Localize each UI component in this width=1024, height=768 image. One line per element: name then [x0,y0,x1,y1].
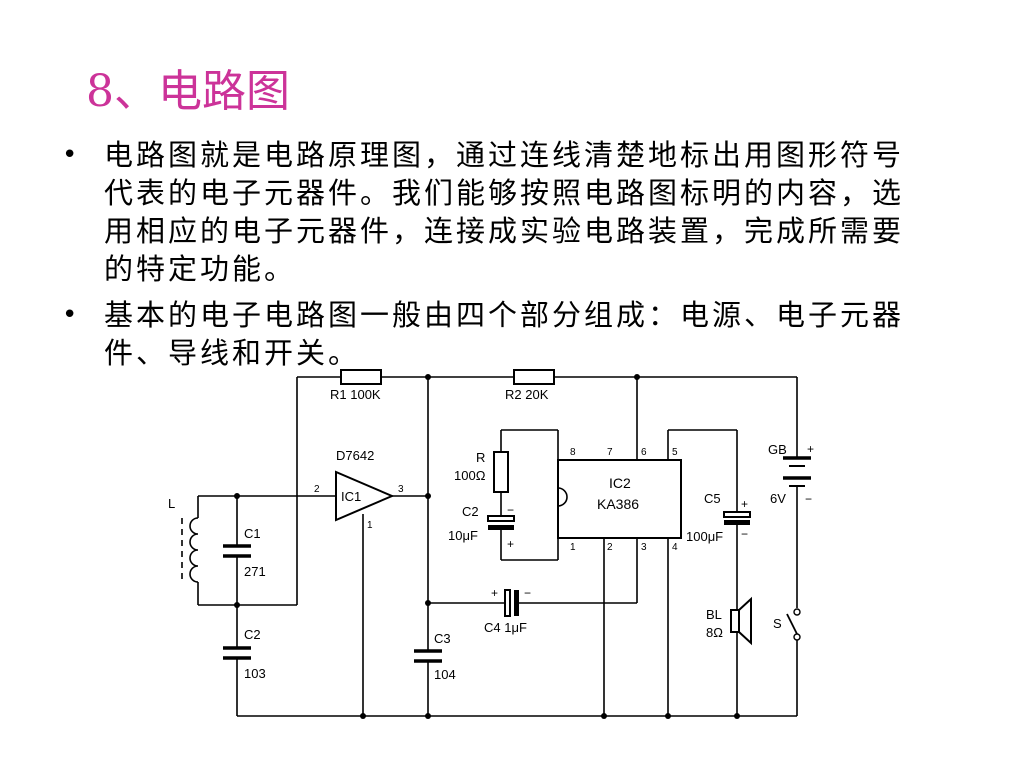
label-c4: C4 1μF [484,620,527,635]
ic2-pin-2: 2 [607,542,613,553]
bullet-item: • 电路图就是电路原理图，通过连线清楚地标出用图形符号 代表的电子元器件。我们能… [58,136,958,288]
ic2-notch [557,487,568,507]
ic1-pin-in: 2 [314,484,320,495]
label-gb-value: 6V [770,491,786,506]
ic2-pin-3: 3 [641,542,647,553]
capacitor-c5 [723,511,751,525]
ic2-pin-6: 6 [641,447,647,458]
label-c1: C1 [244,526,261,541]
ic1-pin-gnd: 1 [367,520,373,531]
inductor-l [181,517,199,584]
capacitor-c2-mid [487,515,515,530]
label-c4-pos: + [491,586,498,600]
label-r-value: 100Ω [454,468,486,483]
label-c1-value: 271 [244,564,266,579]
battery-gb [783,456,811,494]
capacitor-c3 [414,649,442,663]
label-c3-value: 104 [434,667,456,682]
bullet-marker: • [62,300,81,330]
label-ic1: IC1 [341,489,361,504]
label-bl-value: 8Ω [706,625,723,640]
label-r2: R2 20K [505,387,549,402]
ic1-amplifier [335,470,395,522]
capacitor-c1 [223,544,251,558]
label-c2-mid-value: 10μF [448,528,478,543]
label-gb-pos: + [807,442,814,456]
ic2-pin-4: 4 [672,542,678,553]
label-c3: C3 [434,631,451,646]
bullet-line: 基本的电子电路图一般由四个部分组成：电源、电子元器 [104,298,905,332]
label-c2-mid-neg: − [507,503,514,517]
label-l: L [168,496,175,511]
bullet-line: 用相应的电子元器件，连接成实验电路装置，完成所需要 [104,214,905,248]
ic1-pin-out: 3 [398,484,404,495]
capacitor-c2-left [223,646,251,660]
wires [197,376,798,717]
label-s: S [773,616,782,631]
label-c5-neg: − [741,527,748,541]
bullet-line: 代表的电子元器件。我们能够按照电路图标明的内容，选 [104,176,905,210]
label-c5-pos: + [741,497,748,511]
bullet-line: 电路图就是电路原理图，通过连线清楚地标出用图形符号 [104,138,905,172]
label-c5: C5 [704,491,721,506]
label-gb-neg: − [805,492,812,506]
label-ka386: KA386 [597,496,639,512]
label-d7642: D7642 [336,448,374,463]
label-c2-left-value: 103 [244,666,266,681]
label-gb: GB [768,442,787,457]
label-c2-mid-pos: + [507,537,514,551]
bullet-item: • 基本的电子电路图一般由四个部分组成：电源、电子元器 件、导线和开关。 [58,296,958,372]
ic2-pin-7: 7 [607,447,613,458]
label-ic2: IC2 [609,475,631,491]
resistor-r [493,451,509,493]
switch-s [786,608,801,641]
ic2-chip [557,459,682,539]
bullet-list: • 电路图就是电路原理图，通过连线清楚地标出用图形符号 代表的电子元器件。我们能… [58,136,958,380]
ic2-pin-1: 1 [570,542,576,553]
ic2-pin-8: 8 [570,447,576,458]
label-bl: BL [706,607,722,622]
junction-dots [234,374,740,719]
label-r: R [476,450,485,465]
bullet-marker: • [62,140,81,170]
speaker-bl [730,596,752,646]
label-r1: R1 100K [330,387,381,402]
label-c2-mid: C2 [462,504,479,519]
label-c4-neg: − [524,586,531,600]
label-c5-value: 100μF [686,529,723,544]
bullet-line: 件、导线和开关。 [104,336,361,370]
bullet-line: 的特定功能。 [104,252,297,286]
label-c2-left: C2 [244,627,261,642]
ic2-pin-5: 5 [672,447,678,458]
capacitor-c4 [504,589,519,617]
slide-title: 8、电路图 [86,66,290,117]
